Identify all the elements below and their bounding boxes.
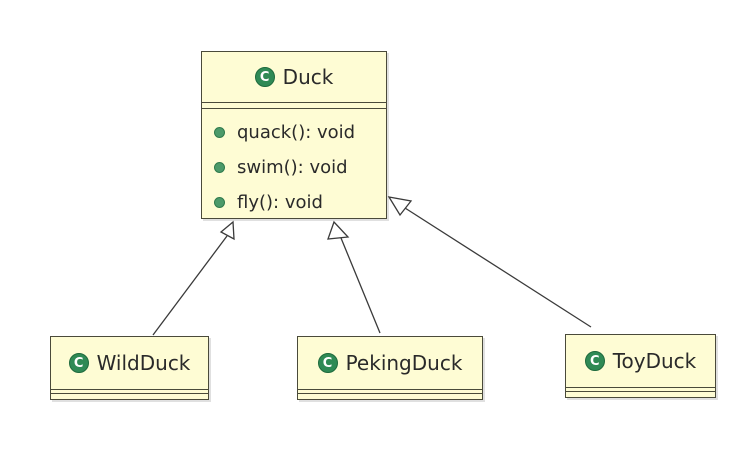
class-toyduck-methods <box>566 391 715 394</box>
class-toyduck[interactable]: C ToyDuck <box>565 334 716 398</box>
class-duck[interactable]: C Duck quack(): void swim(): void fly():… <box>201 51 387 219</box>
class-wildduck-attributes <box>51 389 208 393</box>
class-wildduck[interactable]: C WildDuck <box>50 336 209 400</box>
class-duck-header: C Duck <box>202 52 386 102</box>
class-icon: C <box>254 67 275 87</box>
class-toyduck-header: C ToyDuck <box>566 335 715 387</box>
class-pekingduck[interactable]: C PekingDuck <box>297 336 483 400</box>
method-label: fly(): void <box>237 192 323 213</box>
public-method-icon <box>214 127 225 138</box>
public-method-icon <box>214 197 225 208</box>
inheritance-arrowhead-pekingduck <box>327 220 350 240</box>
class-duck-attributes <box>202 102 386 108</box>
class-pekingduck-header: C PekingDuck <box>298 337 482 389</box>
inheritance-line-toyduck <box>404 207 592 328</box>
class-wildduck-name: WildDuck <box>96 351 191 375</box>
class-pekingduck-name: PekingDuck <box>345 351 463 375</box>
inheritance-arrowhead-toyduck <box>387 196 413 217</box>
class-pekingduck-methods <box>298 393 482 396</box>
class-icon: C <box>68 353 89 373</box>
method-row[interactable]: swim(): void <box>202 150 386 185</box>
class-duck-name: Duck <box>282 65 334 89</box>
method-row[interactable]: fly(): void <box>202 185 386 220</box>
class-wildduck-methods <box>51 393 208 396</box>
method-label: quack(): void <box>237 122 356 143</box>
method-row[interactable]: quack(): void <box>202 115 386 150</box>
inheritance-arrowhead-wildduck <box>219 220 235 241</box>
class-icon: C <box>317 353 338 373</box>
class-toyduck-name: ToyDuck <box>612 349 697 373</box>
public-method-icon <box>214 162 225 173</box>
inheritance-line-pekingduck <box>340 237 381 334</box>
class-wildduck-header: C WildDuck <box>51 337 208 389</box>
inheritance-line-wildduck <box>152 235 228 336</box>
class-duck-methods: quack(): void swim(): void fly(): void <box>202 108 386 220</box>
class-toyduck-attributes <box>566 387 715 391</box>
class-icon: C <box>584 351 605 371</box>
method-label: swim(): void <box>237 157 348 178</box>
class-pekingduck-attributes <box>298 389 482 393</box>
